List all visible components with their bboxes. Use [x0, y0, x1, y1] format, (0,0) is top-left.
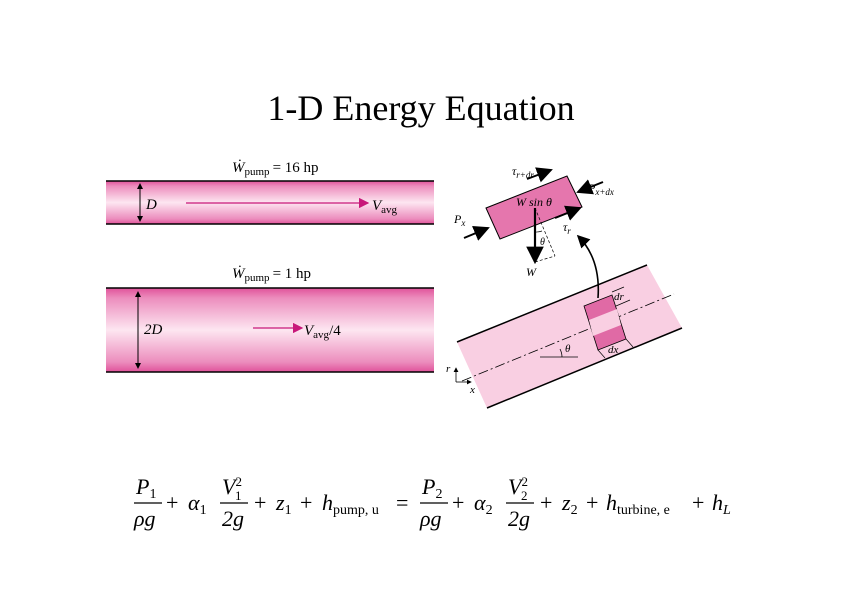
dx-label: dx	[608, 344, 619, 356]
pump-power-label-top: Ẇpump= 16 hp	[232, 159, 319, 178]
eq-plus-3: +	[300, 490, 312, 515]
tau-bottom-label: τr	[563, 220, 571, 236]
tau-bottom-arrow	[554, 205, 582, 221]
diameter-label-top: D	[145, 197, 157, 213]
eq-plus-6: +	[586, 490, 598, 515]
weight-component-label: W sin θ	[516, 195, 552, 209]
inclined-pipe: dr dx θ r x	[446, 234, 683, 409]
p-left-label: Px	[453, 212, 465, 228]
pipe-bottom: 2D Vavg/4 Ẇpump= 1 hp	[106, 265, 434, 373]
eq-h-pump: hpump, u	[322, 490, 379, 518]
r-axis-label: r	[446, 363, 451, 375]
theta-pipe-label: θ	[565, 343, 571, 355]
slide-title: 1-D Energy Equation	[267, 88, 575, 128]
eq-equals: =	[396, 490, 408, 515]
free-body-element: τr+dr Px+dx Px τr W sin θ θ W	[453, 164, 614, 279]
eq-2g-2: 2g	[508, 506, 530, 531]
p-left-arrow	[463, 226, 490, 241]
theta-small-label: θ	[540, 237, 545, 248]
eq-plus-4: +	[452, 490, 464, 515]
eq-z2: z2	[561, 490, 578, 518]
pipe-bottom-body	[106, 288, 434, 372]
eq-h-loss: hL	[712, 490, 731, 518]
eq-plus-2: +	[254, 490, 266, 515]
velocity-label-top: Vavg	[372, 198, 398, 216]
diameter-label-bottom: 2D	[144, 322, 163, 338]
element-block	[485, 175, 583, 240]
p-right-label: Px+dx	[587, 181, 614, 197]
pipe-top: D Vavg Ẇpump= 16 hp	[106, 159, 434, 225]
eq-z1: z1	[275, 490, 292, 518]
x-axis-label: x	[469, 384, 475, 396]
eq-alpha-1: α1	[188, 490, 207, 518]
tau-top-label: τr+dr	[512, 164, 534, 180]
eq-plus-1: +	[166, 490, 178, 515]
p-right-arrow	[576, 179, 604, 195]
eq-plus-7: +	[692, 490, 704, 515]
zoom-pointer-arrow	[576, 234, 600, 299]
eq-p2: P2	[421, 474, 442, 502]
tau-top-arrow	[526, 167, 553, 183]
dr-label: dr	[614, 291, 625, 303]
eq-2g-1: 2g	[222, 506, 244, 531]
pipe-centerline	[461, 293, 675, 382]
velocity-label-bottom: Vavg/4	[304, 323, 341, 341]
eq-alpha-2: α2	[474, 490, 493, 518]
eq-p1: P1	[135, 474, 156, 502]
weight-label: W	[526, 265, 537, 279]
eq-h-turbine: hturbine, e	[606, 490, 670, 518]
eq-plus-5: +	[540, 490, 552, 515]
pump-power-label-bottom: Ẇpump= 1 hp	[232, 265, 311, 284]
eq-rho-g-2: ρg	[419, 506, 442, 531]
eq-rho-g-1: ρg	[133, 506, 156, 531]
